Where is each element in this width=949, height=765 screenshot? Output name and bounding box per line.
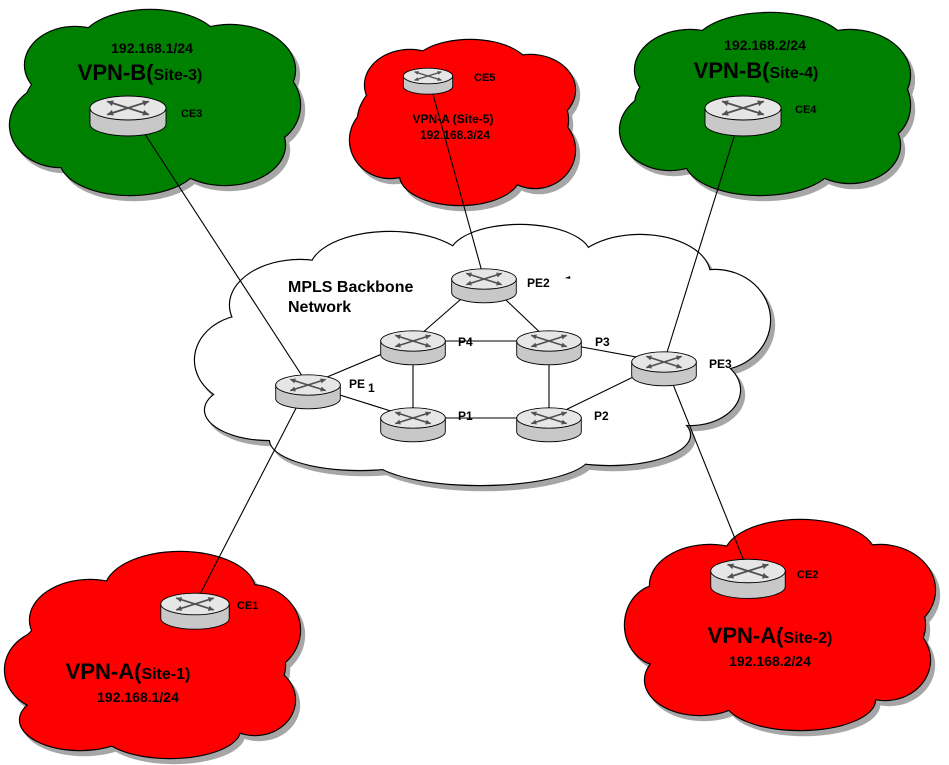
label-pe3: PE3 (709, 357, 732, 371)
site4-site: Site-4) (769, 65, 818, 82)
cloud-site4-vpn-b (618, 11, 912, 197)
site3-subnet: 192.168.1/24 (111, 40, 193, 56)
site3-title: VPN-B(Site-3) (78, 60, 203, 85)
site3-site: Site-3) (153, 67, 202, 84)
site2-vpn: VPN-A( (708, 623, 784, 648)
backbone-label-line1: MPLS Backbone (288, 279, 413, 296)
site2-site: Site-2) (783, 630, 832, 647)
routers-group (89, 67, 786, 630)
backbone-label-line2: Network (288, 299, 351, 316)
router-icon-p2 (516, 407, 582, 443)
site5-subnet: 192.168.3/24 (420, 128, 490, 142)
router-icon-pe1 (275, 374, 341, 410)
label-p4: P4 (458, 335, 473, 349)
site4-subnet: 192.168.2/24 (724, 37, 806, 53)
router-icon-ce4 (704, 95, 782, 137)
link-ce3-pe1 (127, 107, 309, 386)
site2-title: VPN-A(Site-2) (708, 623, 833, 648)
site1-vpn: VPN-A( (66, 659, 142, 684)
cloud-site1-vpn-a (3, 550, 302, 760)
router-icon-ce1 (160, 592, 230, 630)
site4-vpn: VPN-B( (694, 58, 770, 83)
router-icon-p3 (516, 330, 582, 366)
router-icon-p1 (380, 407, 446, 443)
link-ce1-pe1 (194, 384, 309, 605)
label-p3: P3 (595, 335, 610, 349)
router-icon-pe2 (451, 268, 517, 304)
site2-subnet: 192.168.2/24 (729, 653, 811, 669)
router-icon-ce5 (402, 67, 454, 95)
site1-subnet: 192.168.1/24 (97, 689, 179, 705)
site4-title: VPN-B(Site-4) (694, 58, 819, 83)
label-pe1-main: PE (349, 377, 365, 391)
site1-title: VPN-A(Site-1) (66, 659, 191, 684)
site5-label: VPN-A (Site-5) (413, 112, 494, 126)
site3-vpn: VPN-B( (78, 60, 154, 85)
label-ce5: CE5 (474, 72, 495, 84)
router-icon-ce2 (710, 558, 786, 599)
label-ce2: CE2 (797, 569, 818, 581)
link-ce2-pe3 (663, 361, 749, 572)
label-ce1: CE1 (237, 600, 258, 612)
label-p2: P2 (594, 409, 609, 423)
router-icon-ce3 (89, 95, 167, 137)
link-ce4-pe3 (663, 107, 744, 363)
router-icon-p4 (380, 330, 446, 366)
label-pe2: PE2 (527, 276, 550, 290)
label-ce4: CE4 (795, 104, 817, 116)
site1-site: Site-1) (141, 666, 190, 683)
label-pe1-sub: 1 (368, 381, 375, 395)
router-icon-pe3 (631, 351, 697, 387)
label-ce3: CE3 (181, 108, 202, 120)
link-ce5-pe2 (427, 75, 485, 280)
label-p1: P1 (458, 409, 473, 423)
